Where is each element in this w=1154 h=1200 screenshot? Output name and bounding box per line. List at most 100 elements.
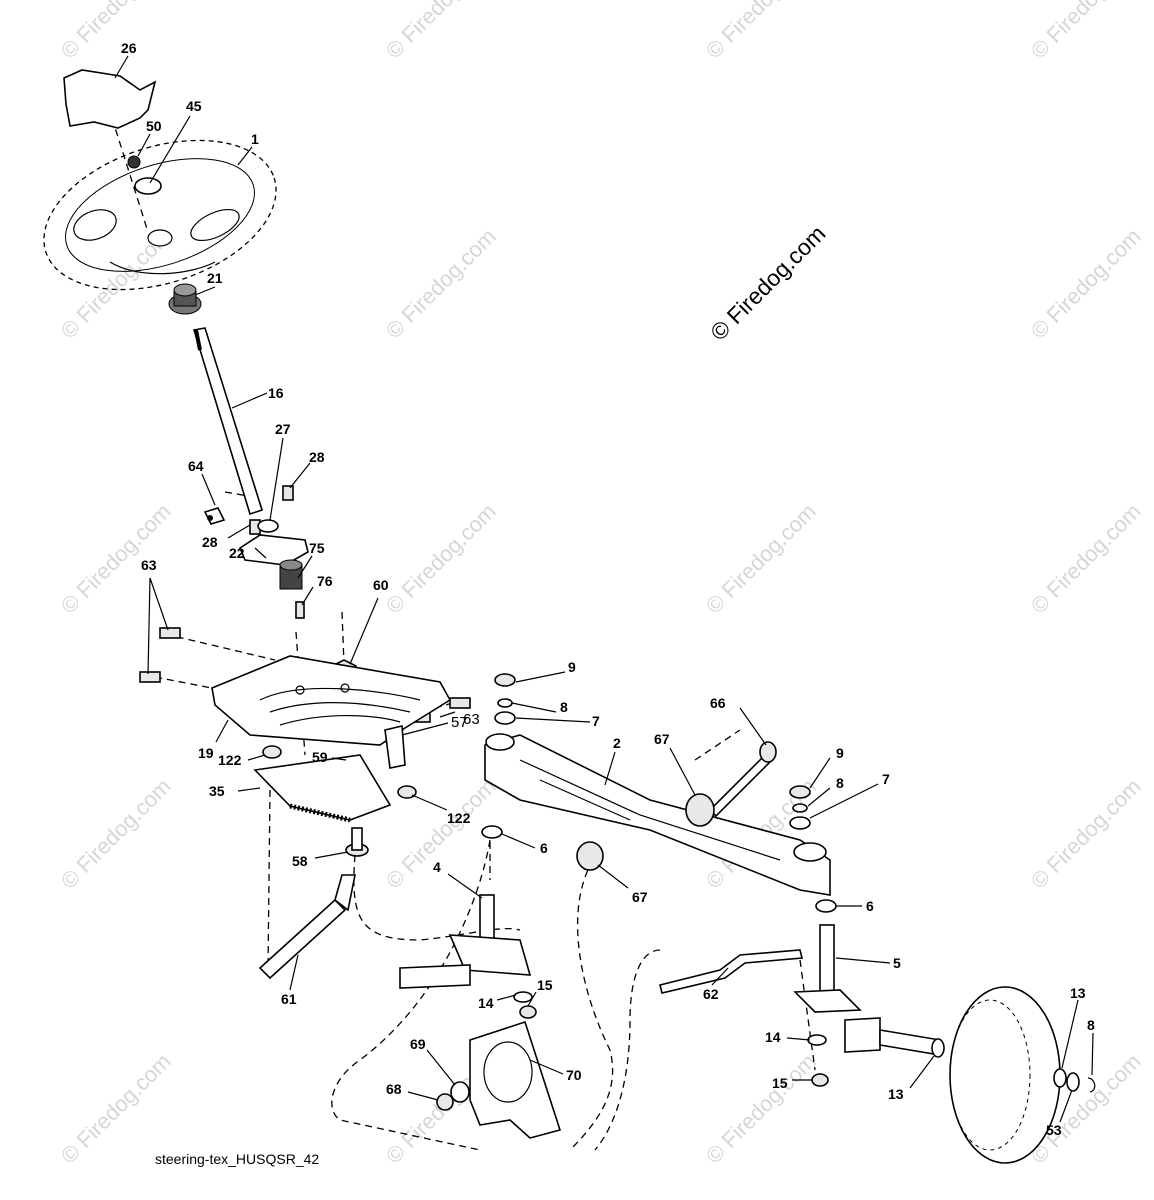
label-9: 9: [836, 745, 844, 761]
bushing-part-67: [576, 841, 604, 871]
copyright-mark: © Firedog.com: [705, 220, 830, 345]
bolt-part-63: [449, 697, 471, 709]
label-16: 16: [268, 385, 284, 401]
label-1: 1: [251, 131, 259, 147]
label-21: 21: [207, 270, 223, 286]
guard-part-70: [469, 1020, 562, 1139]
tie-rod-part-62: [659, 949, 804, 994]
bushing-part-122: [397, 785, 417, 799]
washer-part-7: [494, 711, 516, 725]
watermark: © Firedog.com: [701, 0, 821, 64]
label-69: 69: [410, 1036, 426, 1052]
washer-part-7: [789, 816, 811, 830]
label-15: 15: [537, 977, 553, 993]
washer-part-69: [450, 1081, 470, 1103]
bolt-part-58: [345, 827, 369, 857]
watermark: © Firedog.com: [56, 0, 176, 64]
bolt-part-63: [159, 627, 181, 639]
label-67: 67: [654, 731, 670, 747]
clip-part-8: [792, 803, 808, 813]
bolt-part-63: [139, 671, 161, 683]
bolt-part-66: [708, 753, 773, 818]
label-19: 19: [198, 745, 214, 761]
label-28: 28: [309, 449, 325, 465]
label-35: 35: [209, 783, 225, 799]
label-68: 68: [386, 1081, 402, 1097]
watermark: © Firedog.com: [1026, 774, 1146, 894]
bushing-part-27: [257, 519, 279, 533]
spindle-part-5: [793, 924, 941, 1056]
label-15: 15: [772, 1075, 788, 1091]
nut-part-15: [811, 1073, 829, 1087]
spindle-part-4: [399, 894, 532, 989]
watermarks: © Firedog.com © Firedog.com © Firedog.co…: [56, 0, 1146, 1169]
nut-part-50: [127, 155, 141, 169]
decal-part-26: [63, 69, 157, 129]
label-22: 22: [229, 545, 245, 561]
label-7: 7: [592, 713, 600, 729]
label-63: 63: [463, 711, 480, 728]
label-2: 2: [613, 735, 621, 751]
label-59: 59: [312, 749, 328, 765]
pinion-gear-part-75: [279, 559, 303, 590]
watermark: © Firedog.com: [381, 0, 501, 64]
label-63: 63: [141, 557, 157, 573]
bracket-part-22: [239, 534, 309, 566]
clip-part-8: [497, 698, 513, 708]
screw-part-76: [295, 601, 305, 619]
label-45: 45: [186, 98, 202, 114]
label-61: 61: [281, 991, 297, 1007]
washer-part-14: [513, 991, 533, 1003]
cap-part-9: [494, 673, 516, 687]
label-27: 27: [275, 421, 291, 437]
label-122: 122: [218, 752, 242, 768]
part-labels: 26 50 45 1 21 16 27 28 64 28 75 22 76 63…: [121, 40, 1095, 1138]
assembly-lines: [111, 117, 1061, 1151]
label-14: 14: [478, 995, 494, 1011]
steering-shaft-part-16: [192, 327, 263, 516]
leader-lines: [114, 55, 1094, 1123]
label-67: 67: [632, 889, 648, 905]
label-66: 66: [710, 695, 726, 711]
nut-part-68: [436, 1093, 454, 1111]
label-9: 9: [568, 659, 576, 675]
diagram-caption: steering-tex_HUSQSR_42: [155, 1151, 319, 1167]
clip-part-8: [1087, 1077, 1096, 1093]
washer-part-6: [481, 825, 503, 839]
label-122: 122: [447, 810, 471, 826]
label-5: 5: [893, 955, 901, 971]
label-14: 14: [765, 1029, 781, 1045]
label-50: 50: [146, 118, 162, 134]
label-28: 28: [202, 534, 218, 550]
washer-part-53: [1066, 1072, 1080, 1092]
cap-part-9: [789, 785, 811, 799]
label-13: 13: [1070, 985, 1086, 1001]
bolt-part-28: [282, 485, 294, 501]
wheel: [949, 986, 1061, 1164]
watermark: © Firedog.com: [1026, 0, 1146, 64]
label-8: 8: [560, 699, 568, 715]
bushing-part-122: [262, 745, 282, 759]
washer-part-13: [931, 1038, 945, 1058]
watermark: © Firedog.com: [701, 1049, 821, 1169]
cap-part-45: [134, 177, 162, 195]
watermark: © Firedog.com: [381, 224, 501, 344]
label-53: 53: [1046, 1122, 1062, 1138]
label-8: 8: [1087, 1017, 1095, 1033]
watermark: © Firedog.com: [1026, 224, 1146, 344]
label-57: 57: [451, 714, 468, 731]
bracket-part-57: [384, 725, 406, 769]
label-6: 6: [866, 898, 874, 914]
bushing-part-67: [685, 793, 715, 827]
drag-link-part-61: [258, 874, 356, 980]
watermark: © Firedog.com: [381, 499, 501, 619]
washer-part-13: [1053, 1068, 1067, 1088]
watermark: © Firedog.com: [701, 499, 821, 619]
label-62: 62: [703, 986, 719, 1002]
label-58: 58: [292, 853, 308, 869]
washer-part-14: [807, 1034, 827, 1046]
label-26: 26: [121, 40, 137, 56]
label-60: 60: [373, 577, 389, 593]
label-64: 64: [188, 458, 204, 474]
nut-part-15: [519, 1005, 537, 1019]
